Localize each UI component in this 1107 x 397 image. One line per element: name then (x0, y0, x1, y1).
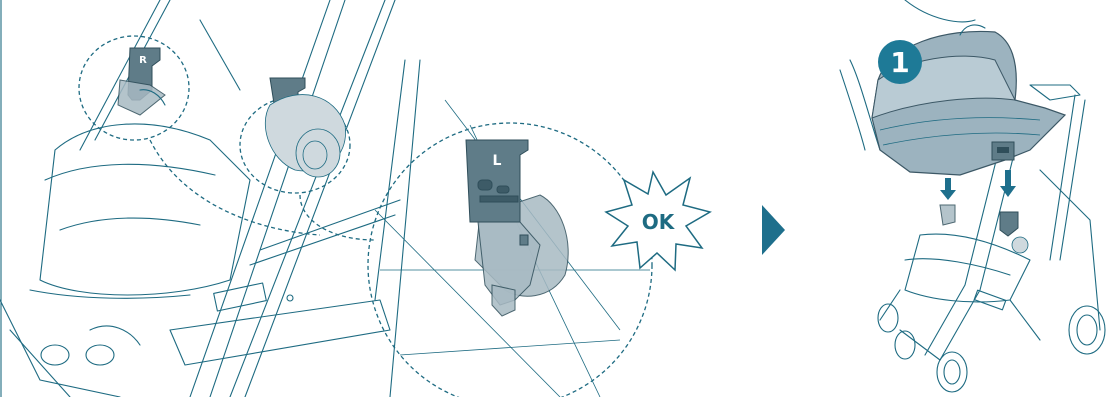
right-clip-label: R (139, 55, 147, 66)
ok-label: OK (642, 210, 676, 234)
zoom-connector-2 (300, 195, 375, 240)
left-adapter-magnified (368, 100, 652, 397)
left-clip-label: L (493, 153, 502, 169)
stroller-frame-left (0, 0, 420, 397)
next-step-arrow-icon (762, 205, 785, 255)
left-adapter-hub (240, 78, 350, 193)
step-number: 1 (890, 46, 909, 79)
